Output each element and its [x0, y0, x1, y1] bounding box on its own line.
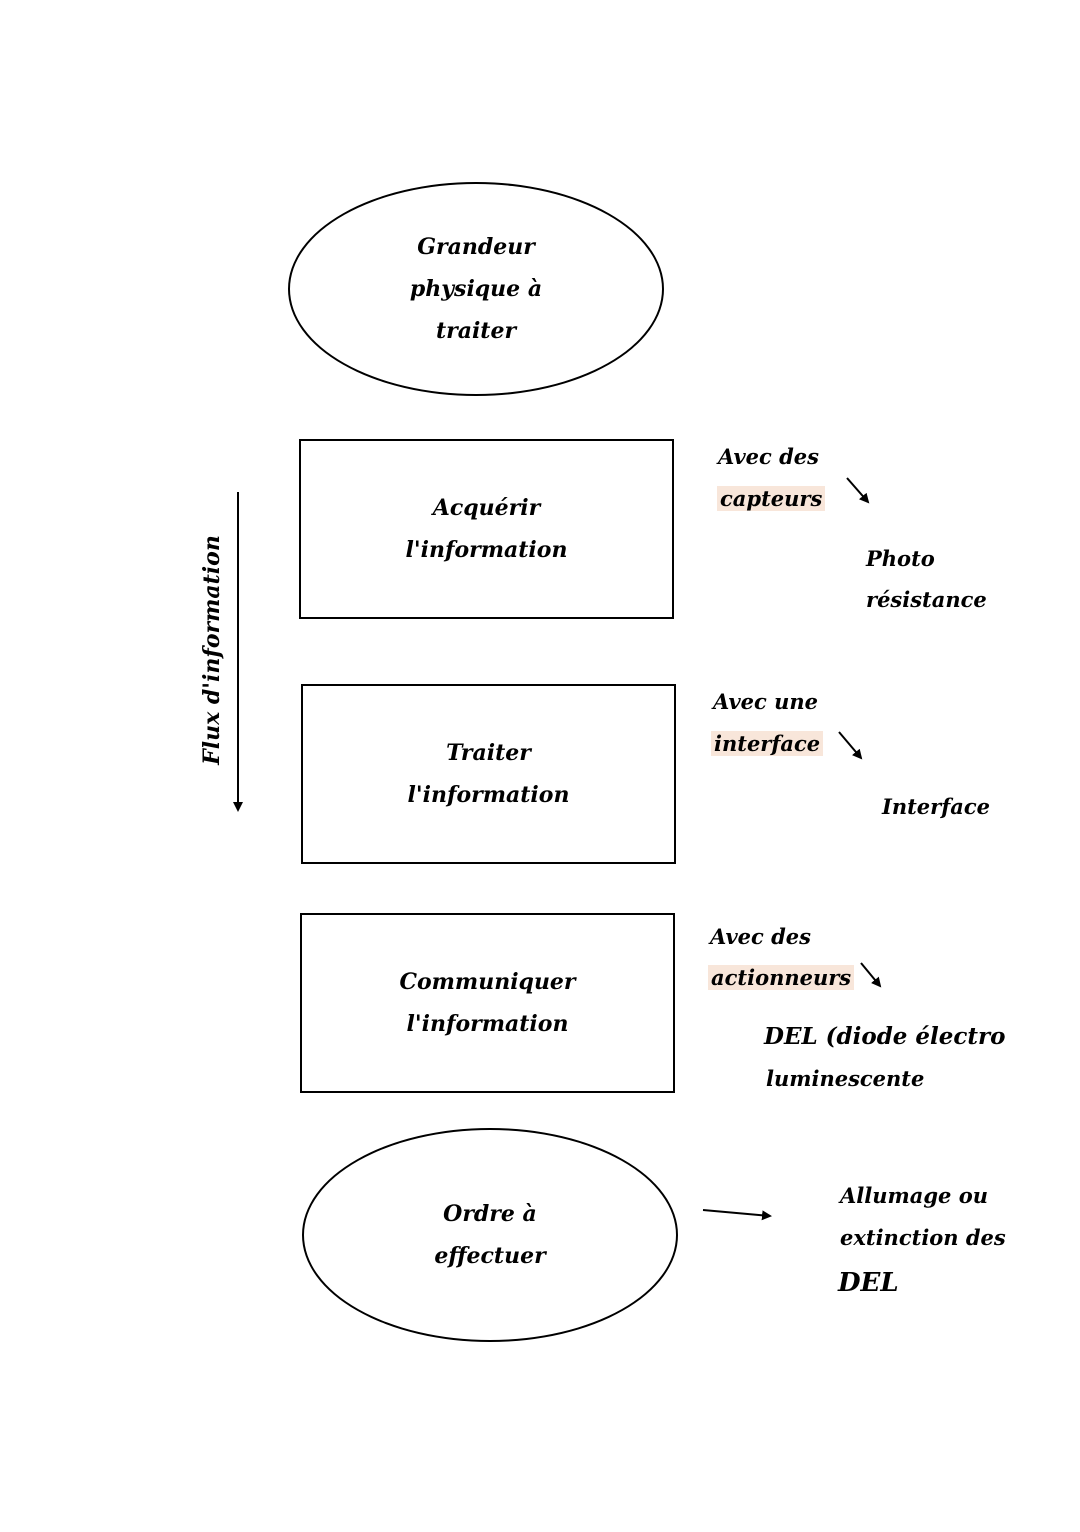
- node-traiter-line-2: l'information: [407, 782, 570, 808]
- node-grandeur-physique: Grandeur physique à traiter: [288, 182, 664, 396]
- note-ordre-result-2: extinction des: [840, 1225, 1006, 1250]
- node-grandeur-line-2: physique à: [409, 276, 543, 302]
- highlight-actionneurs: actionneurs: [708, 965, 855, 990]
- note-traiter-line-2: interface: [711, 723, 824, 765]
- note-ordre-result-1: Allumage ou: [840, 1183, 988, 1208]
- node-ordre-line-1: Ordre à: [443, 1201, 537, 1227]
- node-communiquer-line-2: l'information: [406, 1011, 569, 1037]
- highlight-capteurs: capteurs: [717, 486, 826, 511]
- actionneurs-arrow: [860, 962, 882, 988]
- node-ordre: Ordre à effectuer: [302, 1128, 678, 1342]
- node-communiquer-line-1: Communiquer: [399, 969, 576, 995]
- node-communiquer: Communiquer l'information: [300, 913, 675, 1093]
- highlight-interface: interface: [711, 731, 824, 756]
- note-acquerir-result-1: Photo: [866, 546, 935, 571]
- flux-label: Flux d'information: [199, 535, 225, 765]
- note-acquerir-line-1: Avec des: [718, 444, 819, 469]
- node-grandeur-line-1: Grandeur: [417, 234, 535, 260]
- node-acquerir: Acquérir l'information: [299, 439, 674, 619]
- node-traiter-line-1: Traiter: [446, 740, 531, 766]
- node-grandeur-line-3: traiter: [435, 318, 517, 344]
- note-communiquer-result-1: DEL (diode électro: [764, 1023, 1006, 1050]
- node-ordre-line-2: effectuer: [434, 1243, 546, 1269]
- note-traiter-result-1: Interface: [882, 794, 991, 819]
- note-communiquer-result-2: luminescente: [766, 1066, 925, 1091]
- ordre-arrow: [702, 1209, 772, 1221]
- node-traiter: Traiter l'information: [301, 684, 676, 864]
- interface-arrow: [838, 731, 863, 760]
- node-acquerir-line-2: l'information: [405, 537, 568, 563]
- note-communiquer-line-2: actionneurs: [708, 957, 855, 999]
- note-acquerir-result-2: résistance: [866, 587, 987, 612]
- capteurs-arrow: [846, 477, 870, 504]
- note-ordre-result-3: DEL: [838, 1268, 899, 1298]
- note-communiquer-line-1: Avec des: [710, 924, 811, 949]
- node-acquerir-line-1: Acquérir: [432, 495, 541, 521]
- note-traiter-line-1: Avec une: [713, 689, 818, 714]
- note-acquerir-line-2: capteurs: [717, 478, 826, 520]
